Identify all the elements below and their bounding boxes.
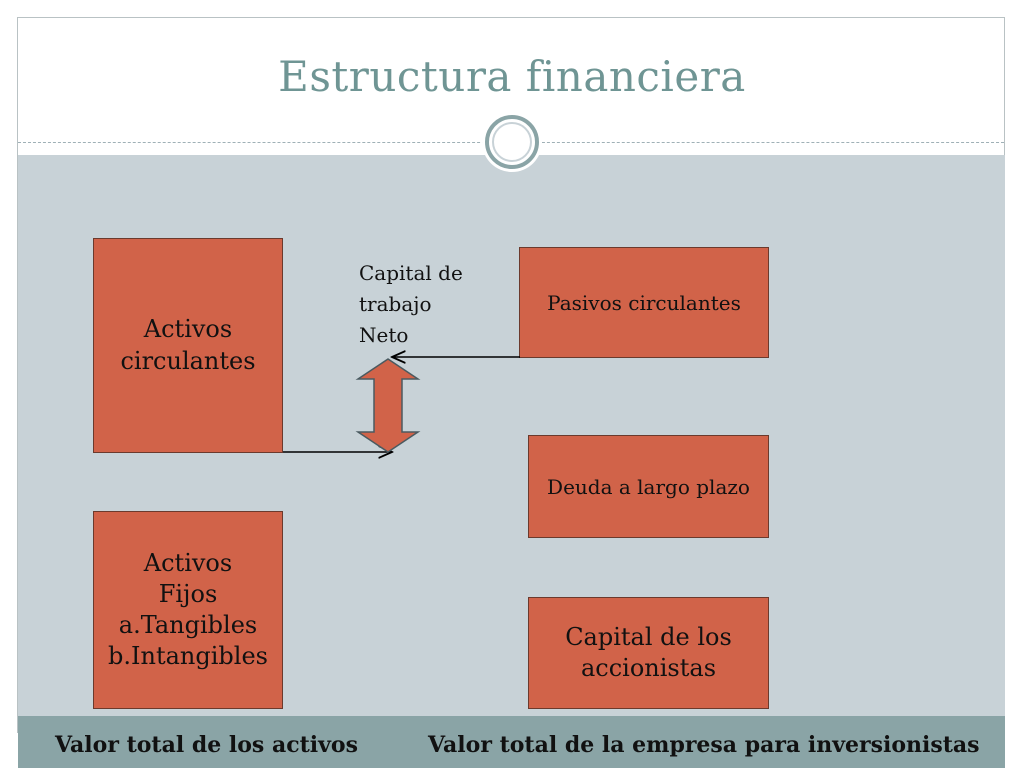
slide-title: Estructura financiera: [278, 52, 746, 101]
net-working-capital-label: Capital de trabajo Neto: [359, 261, 463, 347]
long-term-debt-box: Deuda a largo plazo: [528, 435, 769, 538]
current-assets-box: Activos circulantes: [93, 238, 283, 453]
total-firm-value-label: Valor total de la empresa para inversion…: [428, 732, 980, 758]
ring-icon: [482, 112, 542, 172]
double-arrow-icon: [355, 358, 421, 453]
total-assets-label: Valor total de los activos: [55, 732, 358, 758]
current-liabilities-box: Pasivos circulantes: [519, 247, 769, 358]
footer-band: [18, 716, 1005, 768]
fixed-assets-box: Activos Fijos a.Tangibles b.Intangibles: [93, 511, 283, 709]
shareholders-equity-box: Capital de los accionistas: [528, 597, 769, 709]
